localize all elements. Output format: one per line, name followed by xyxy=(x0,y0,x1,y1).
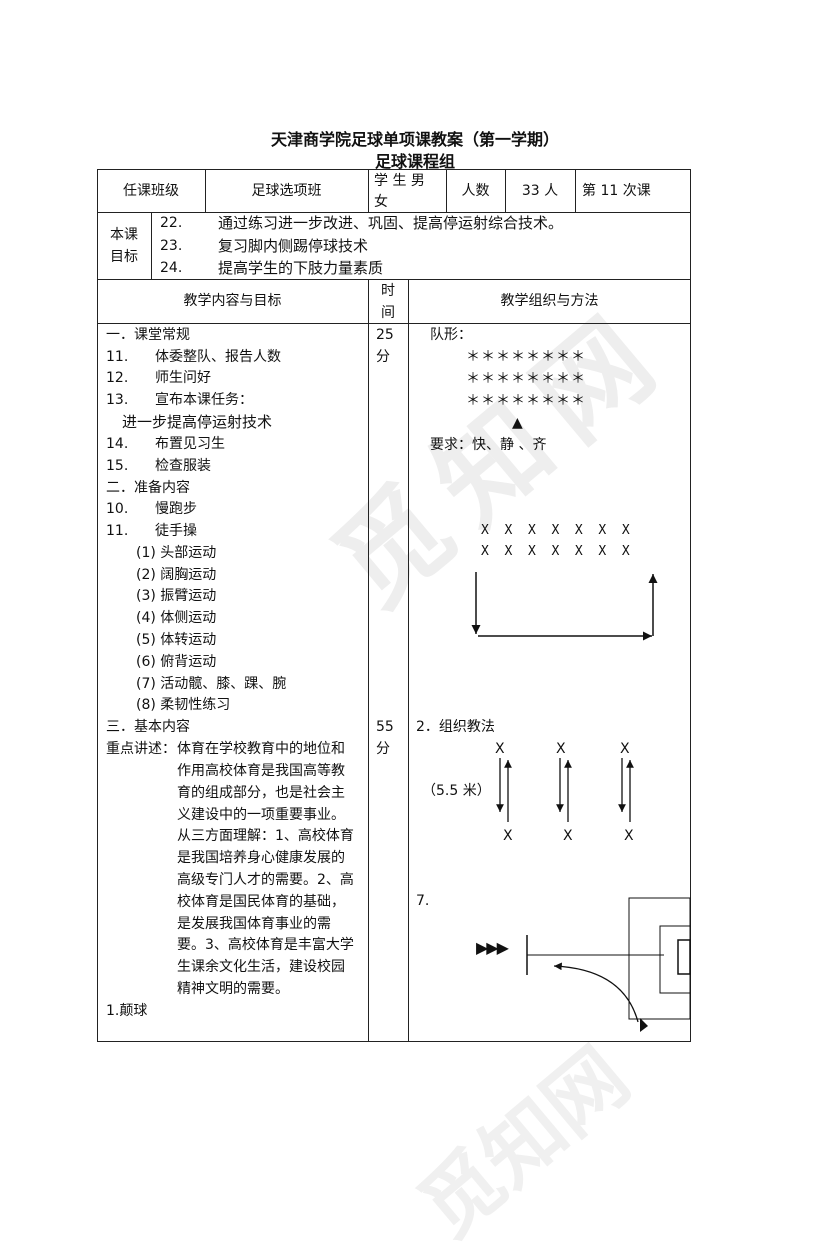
key-point-line: 高级专门人才的需要。2、高 xyxy=(177,872,354,888)
drill-number: 7. xyxy=(416,893,430,909)
key-point-line: 体育在学校教育中的地位和 xyxy=(177,741,345,757)
key-point-line: 精神文明的需要。 xyxy=(177,981,289,997)
objective-text: 通过练习进一步改进、巩固、提高停运射综合技术。 xyxy=(218,214,564,232)
x-mark: X xyxy=(556,741,566,757)
objectives-label-a: 本课 xyxy=(110,227,138,243)
lesson-number: 第 11 次课 xyxy=(582,183,651,199)
content-line: (6) 俯背运动 xyxy=(136,654,217,670)
objectives-label-b: 目标 xyxy=(110,249,138,265)
time-value: 55 xyxy=(376,719,394,735)
time-unit: 分 xyxy=(376,349,390,365)
x-row: X X X X X X X xyxy=(481,544,630,559)
content-line: (5) 体转运动 xyxy=(136,632,217,648)
key-point-line: 是我国培养身心健康发展的 xyxy=(177,850,345,866)
content-line: 11. 徒手操 xyxy=(106,523,197,539)
key-point-line: 从三方面理解：1、高校体育 xyxy=(177,828,354,844)
passing-drill-diagram xyxy=(496,758,634,822)
content-line: 一．课堂常规 xyxy=(106,327,190,343)
key-point-line: 育的组成部分，也是社会主 xyxy=(177,785,345,801)
key-point-line: 义建设中的一项重要事业。 xyxy=(177,807,345,823)
key-point-line: 是发展我国体育事业的需 xyxy=(177,916,331,932)
content-line: 11. 体委整队、报告人数 xyxy=(106,349,281,365)
content-line: (4) 体侧运动 xyxy=(136,610,217,626)
x-mark: X xyxy=(495,741,505,757)
content-line: 12. 师生问好 xyxy=(106,370,211,386)
x-row: X X X X X X X xyxy=(481,523,630,538)
count-label: 人数 xyxy=(461,183,490,199)
time-unit: 分 xyxy=(376,741,390,757)
x-mark: X xyxy=(624,828,634,844)
formation-row: ＊＊＊＊＊＊＊＊ xyxy=(466,371,586,387)
key-point-line: 校体育是国民体育的基础， xyxy=(177,894,345,910)
x-mark: X xyxy=(563,828,573,844)
content-line: (8) 柔韧性练习 xyxy=(136,697,231,713)
content-line: 13. 宣布本课任务： xyxy=(106,392,253,408)
objective-text: 复习脚内侧踢停球技术 xyxy=(218,237,369,255)
time-header-b: 间 xyxy=(381,305,395,321)
gender-label-a: 学 生 男 xyxy=(374,173,425,189)
formation-row: ＊＊＊＊＊＊＊＊ xyxy=(466,393,586,409)
teacher-triangle-icon: ▲ xyxy=(512,415,523,431)
formation-row: ＊＊＊＊＊＊＊＊ xyxy=(466,349,586,365)
x-mark: X xyxy=(503,828,513,844)
formation-label: 队形： xyxy=(430,327,472,343)
class-label: 任课班级 xyxy=(123,183,179,199)
key-point-line: 生课余文化生活，建设校园 xyxy=(177,959,345,975)
content-header: 教学内容与目标 xyxy=(183,293,282,309)
watermark-bottom: 觅知网 xyxy=(402,1030,646,1256)
key-point-line: 要。3、高校体育是丰富大学 xyxy=(177,937,354,953)
gender-label-b: 女 xyxy=(374,194,388,210)
objective-text: 提高学生的下肢力量素质 xyxy=(218,259,384,277)
class-value: 足球选项班 xyxy=(251,183,322,199)
objective-num: 23. xyxy=(160,238,183,254)
objective-num: 22. xyxy=(160,215,183,231)
count-value: 33 人 xyxy=(521,183,559,199)
time-value: 25 xyxy=(376,327,394,343)
key-point-line: 作用高校体育是我国高等教 xyxy=(177,763,345,779)
content-line: 二．准备内容 xyxy=(106,480,190,496)
content-line: 三．基本内容 xyxy=(106,719,190,735)
key-points-last: 1.颠球 xyxy=(106,1003,148,1019)
organization-label: 2．组织教法 xyxy=(416,719,495,735)
run-route-diagram xyxy=(471,572,658,641)
main-table xyxy=(97,279,691,1042)
content-line: 14. 布置见习生 xyxy=(106,436,225,452)
player-arrows-icon: ▶▶▶ xyxy=(476,938,509,957)
method-header: 教学组织与方法 xyxy=(500,293,599,309)
time-header-a: 时 xyxy=(381,283,395,299)
objective-num: 24. xyxy=(160,260,183,276)
content-line: 15. 检查服装 xyxy=(106,458,211,474)
content-line: (7) 活动髋、膝、踝、腕 xyxy=(136,676,287,692)
content-line: (2) 阔胸运动 xyxy=(136,567,217,583)
content-line: (1) 头部运动 xyxy=(136,545,217,561)
page-title: 天津商学院足球单项课教案（第一学期） xyxy=(270,130,559,149)
distance-label: （5.5 米） xyxy=(422,783,491,799)
content-line: 10. 慢跑步 xyxy=(106,501,197,517)
x-mark: X xyxy=(620,741,630,757)
requirement-text: 要求：快、静 、齐 xyxy=(430,437,547,453)
page-subtitle: 足球课程组 xyxy=(374,152,455,171)
shooting-drill-diagram xyxy=(526,897,691,1032)
key-points-label: 重点讲述： xyxy=(106,741,176,757)
content-line: (3) 振臂运动 xyxy=(136,588,217,604)
content-line: 进一步提高停运射技术 xyxy=(122,413,273,431)
